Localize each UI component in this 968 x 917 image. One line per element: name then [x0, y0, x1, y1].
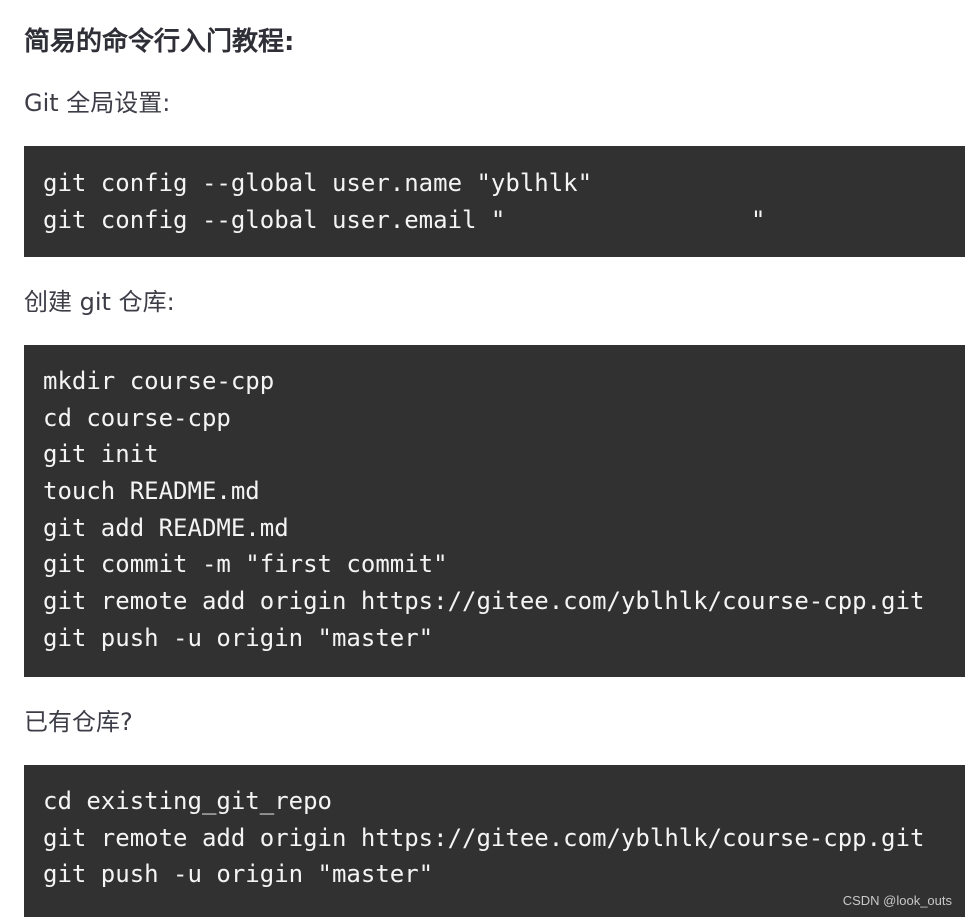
code-line: git add README.md	[43, 513, 289, 542]
code-line: touch README.md	[43, 477, 260, 506]
code-line: git push -u origin "master"	[43, 623, 434, 652]
code-block-existing-repo[interactable]: cd existing_git_repo git remote add orig…	[24, 765, 965, 917]
code-line: cd existing_git_repo	[43, 787, 332, 815]
code-line: git init	[43, 440, 159, 469]
section-label-create-repo: 创建 git 仓库:	[24, 288, 175, 316]
code-line: git config --global user.name "yblhlk"	[43, 169, 593, 197]
code-block-global-settings[interactable]: git config --global user.name "yblhlk" g…	[24, 146, 965, 257]
code-line: cd course-cpp	[43, 403, 231, 432]
watermark: CSDN @look_outs	[842, 893, 952, 908]
code-line: git remote add origin https://gitee.com/…	[43, 587, 925, 616]
code-block-create-repo[interactable]: mkdir course-cpp cd course-cpp git init …	[24, 345, 965, 677]
code-line: mkdir course-cpp	[43, 367, 275, 395]
section-label-existing-repo: 已有仓库?	[24, 708, 133, 736]
code-line: git config --global user.email " "	[43, 205, 766, 234]
code-line: git commit -m "first commit"	[43, 550, 448, 579]
code-line: git push -u origin "master"	[43, 860, 434, 889]
section-label-global-settings: Git 全局设置:	[24, 89, 171, 117]
page-heading: 简易的命令行入门教程:	[24, 27, 295, 57]
code-line: git remote add origin https://gitee.com/…	[43, 823, 925, 852]
